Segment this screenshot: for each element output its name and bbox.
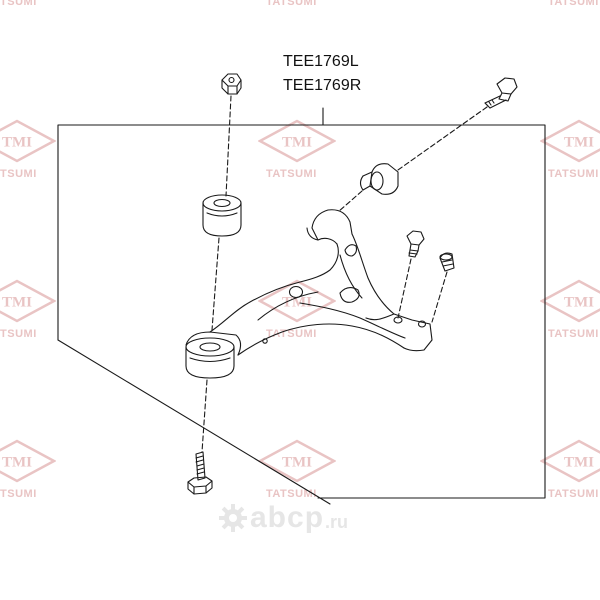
ball-joint-stud-axis bbox=[431, 271, 448, 323]
tmi-logo-icon: TMI bbox=[0, 278, 56, 324]
watermark-brand-text: TATSUMI bbox=[548, 0, 599, 8]
lower-bushing-icon bbox=[185, 337, 235, 379]
footer-watermark: abcp .ru bbox=[218, 500, 348, 536]
watermark-brand-text: TATSUMI bbox=[266, 488, 317, 500]
tmi-logo-icon: TMI bbox=[0, 438, 56, 484]
tmi-logo-icon: TMI bbox=[258, 118, 336, 164]
ball-joint-bolt-axis bbox=[397, 258, 412, 319]
watermark-brand-text: TATSUMI bbox=[266, 0, 317, 8]
rear-bolt-icon bbox=[484, 77, 518, 109]
ball-joint-bolt-icon bbox=[406, 230, 425, 258]
svg-text:TMI: TMI bbox=[564, 135, 594, 151]
lower-bolt-icon bbox=[187, 451, 213, 495]
control-arm-body bbox=[185, 209, 433, 356]
upper-bushing-icon bbox=[202, 194, 242, 237]
tmi-logo-icon: TMI bbox=[258, 438, 336, 484]
tmi-logo-icon: TMI bbox=[540, 438, 600, 484]
watermark-brand-text: TATSUMI bbox=[548, 168, 599, 180]
bushing-axis bbox=[211, 237, 220, 331]
ball-joint-stud-icon bbox=[439, 252, 455, 272]
rear-bushing-icon bbox=[359, 163, 399, 195]
watermark-brand-text: TATSUMI bbox=[0, 488, 37, 500]
rear-bolt-axis bbox=[397, 106, 488, 171]
svg-text:TMI: TMI bbox=[2, 455, 32, 471]
svg-text:TMI: TMI bbox=[2, 295, 32, 311]
footer-watermark-word: abcp bbox=[250, 501, 325, 534]
part-number-left: TEE1769L bbox=[283, 53, 359, 70]
tmi-logo-icon: TMI bbox=[540, 278, 600, 324]
svg-text:TMI: TMI bbox=[282, 295, 312, 311]
upper-nut-icon bbox=[221, 73, 242, 95]
tmi-logo-icon: TMI bbox=[540, 118, 600, 164]
svg-text:TMI: TMI bbox=[282, 135, 312, 151]
watermark-brand-text: TATSUMI bbox=[0, 0, 37, 8]
part-number-right: TEE1769R bbox=[283, 77, 362, 94]
watermark-brand-text: TATSUMI bbox=[266, 168, 317, 180]
svg-text:TMI: TMI bbox=[2, 135, 32, 151]
tmi-logo-icon: TMI bbox=[258, 278, 336, 324]
svg-text:TMI: TMI bbox=[564, 295, 594, 311]
lower-bolt-axis bbox=[201, 379, 208, 453]
footer-watermark-suffix: .ru bbox=[325, 511, 349, 532]
watermark-brand-text: TATSUMI bbox=[548, 488, 599, 500]
diagram-frame bbox=[57, 107, 546, 505]
watermark-brand-text: TATSUMI bbox=[0, 328, 37, 340]
gear-icon bbox=[219, 504, 247, 532]
rear-bushing-axis bbox=[337, 190, 363, 213]
svg-text:TMI: TMI bbox=[564, 455, 594, 471]
watermark-brand-text: TATSUMI bbox=[0, 168, 37, 180]
svg-text:TMI: TMI bbox=[282, 455, 312, 471]
tmi-logo-icon: TMI bbox=[0, 118, 56, 164]
watermark-brand-text: TATSUMI bbox=[266, 328, 317, 340]
watermark-brand-text: TATSUMI bbox=[548, 328, 599, 340]
upper-nut-axis bbox=[225, 95, 232, 197]
